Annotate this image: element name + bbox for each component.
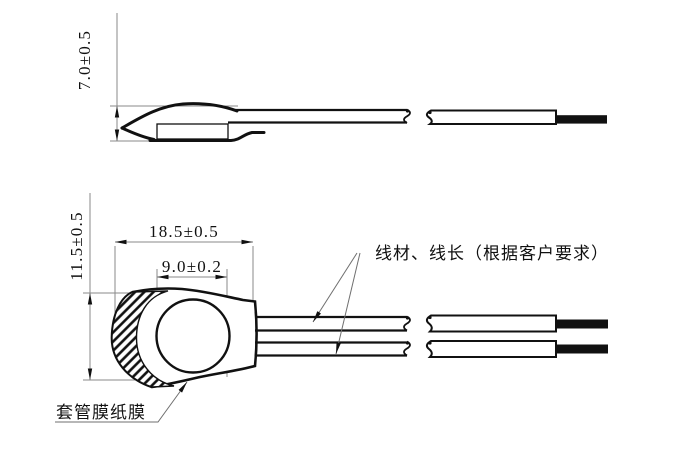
side-view-body	[120, 102, 266, 142]
sleeve-hatched-edge	[111, 290, 175, 388]
bare-conductor-tip	[556, 115, 607, 124]
wire-note-leader-2	[335, 252, 361, 355]
dim-body-height	[83, 193, 162, 381]
dim-side-height	[110, 13, 238, 142]
sensor-disc	[155, 298, 231, 374]
break-curl	[428, 110, 432, 115]
break-curl	[428, 315, 432, 320]
wire2-bare-tip	[556, 344, 608, 354]
sleeve-label-leader	[55, 381, 188, 423]
wire2-sleeve-segment	[425, 340, 557, 358]
break-curl	[405, 109, 410, 113]
wire1-bare-tip	[556, 319, 608, 329]
sleeve-label: 套管膜纸膜	[56, 403, 146, 422]
wire1-sleeve-segment	[425, 314, 557, 333]
break-symbol	[403, 108, 411, 124]
side-view: 7.0±0.5	[75, 13, 607, 142]
side-height-dimension-label: 7.0±0.5	[75, 30, 94, 90]
break-symbol	[403, 315, 411, 332]
wire-sleeve-segment	[425, 109, 557, 125]
annotations: 线材、线长（根据客户要求） 套管膜纸膜	[55, 244, 609, 423]
break-curl	[405, 316, 410, 320]
break-curl	[428, 341, 432, 345]
tip-lower-edge	[120, 126, 156, 141]
dome-outline	[120, 102, 239, 130]
wire-note-leader-1	[312, 252, 358, 323]
disc-diameter-dimension-label: 9.0±0.2	[162, 257, 222, 276]
side-view-wire	[228, 108, 607, 125]
wire-note-label: 线材、线长（根据客户要求）	[375, 244, 609, 263]
bottom-outline-and-wire-stub	[148, 131, 266, 142]
front-view: 18.5±0.5 9.0±0.2 11.5±0.5	[67, 193, 608, 389]
body-length-dimension-label: 18.5±0.5	[149, 222, 219, 241]
break-symbol	[403, 340, 411, 357]
front-view-body	[110, 287, 258, 389]
body-height-dimension-label: 11.5±0.5	[67, 211, 86, 280]
chip-rectangle	[156, 123, 229, 140]
break-curl	[405, 341, 410, 345]
front-view-wires	[255, 314, 608, 358]
